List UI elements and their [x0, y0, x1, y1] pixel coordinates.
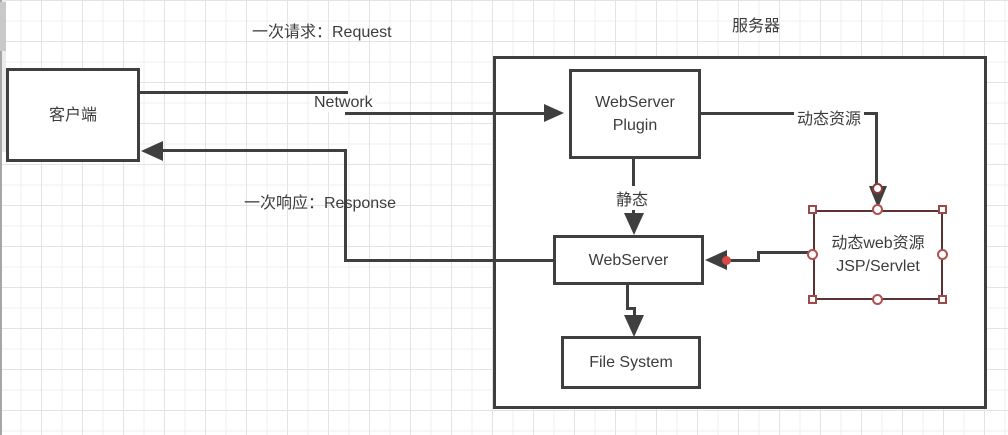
response-connector-segment-3[interactable] [344, 259, 553, 262]
dynamic-resource-label[interactable]: 动态资源 [794, 105, 865, 129]
response-connector-segment-2[interactable] [344, 149, 347, 262]
response-connector-segment-1[interactable] [159, 149, 347, 152]
request-annotation-label[interactable]: 一次请求：Request [252, 24, 392, 41]
node-dynamic-web-resource-label-line1: 动态web资源 [831, 235, 925, 252]
dynamic-arrow-endpoint-circle-icon[interactable] [872, 183, 883, 194]
jsp-webserver-arrowhead-icon[interactable] [705, 250, 727, 270]
selection-handle-s[interactable] [872, 294, 883, 305]
selection-handle-ne[interactable] [938, 205, 947, 214]
static-label[interactable]: 静态 [613, 186, 652, 210]
filesystem-connector-segment-3[interactable] [633, 307, 636, 317]
dynamic-connector-segment-2[interactable] [875, 112, 878, 188]
node-webserver-plugin-label-line1: WebServer [595, 94, 675, 111]
jsp-webserver-connector-segment-1[interactable] [759, 251, 814, 254]
static-arrowhead-icon[interactable] [624, 213, 644, 235]
node-file-system-label: File System [589, 354, 673, 371]
selection-handle-nw[interactable] [808, 205, 817, 214]
selection-handle-sw[interactable] [808, 295, 817, 304]
selection-handle-n[interactable] [872, 204, 883, 215]
node-dynamic-web-resource[interactable]: 动态web资源 JSP/Servlet [813, 210, 943, 300]
filesystem-connector-segment-2[interactable] [626, 307, 636, 310]
node-dynamic-web-resource-label-line2: JSP/Servlet [836, 258, 920, 275]
request-connector-segment-3[interactable] [345, 112, 544, 115]
server-title-label[interactable]: 服务器 [732, 18, 781, 35]
node-webserver-label: WebServer [588, 251, 669, 269]
filesystem-arrowhead-icon[interactable] [624, 315, 644, 337]
network-label[interactable]: Network [311, 94, 376, 112]
filesystem-connector-segment-1[interactable] [626, 285, 629, 310]
node-file-system[interactable]: File System [561, 336, 701, 389]
node-client-label: 客户端 [48, 106, 97, 124]
node-client[interactable]: 客户端 [6, 68, 140, 162]
left-scrollbar-thumb[interactable] [0, 2, 6, 51]
dynamic-connector-segment-1[interactable] [699, 112, 878, 115]
canvas-left-border [0, 0, 2, 435]
left-scrollbar-track[interactable] [0, 0, 6, 152]
selection-handle-se[interactable] [938, 295, 947, 304]
selection-handle-e[interactable] [937, 249, 948, 260]
response-annotation-label[interactable]: 一次响应：Response [244, 195, 397, 212]
connector-endpoint-dot-icon[interactable] [722, 256, 731, 265]
jsp-webserver-connector-segment-2[interactable] [757, 251, 760, 262]
jsp-webserver-connector-segment-3[interactable] [727, 259, 760, 262]
selection-handle-w[interactable] [807, 249, 818, 260]
request-connector-segment-1[interactable] [139, 91, 348, 94]
node-webserver-plugin-label-line2: Plugin [612, 117, 658, 134]
node-webserver[interactable]: WebServer [553, 235, 704, 285]
response-arrowhead-icon[interactable] [141, 141, 163, 161]
node-webserver-plugin[interactable]: WebServer Plugin [569, 69, 701, 159]
request-arrowhead-icon[interactable] [544, 104, 564, 122]
